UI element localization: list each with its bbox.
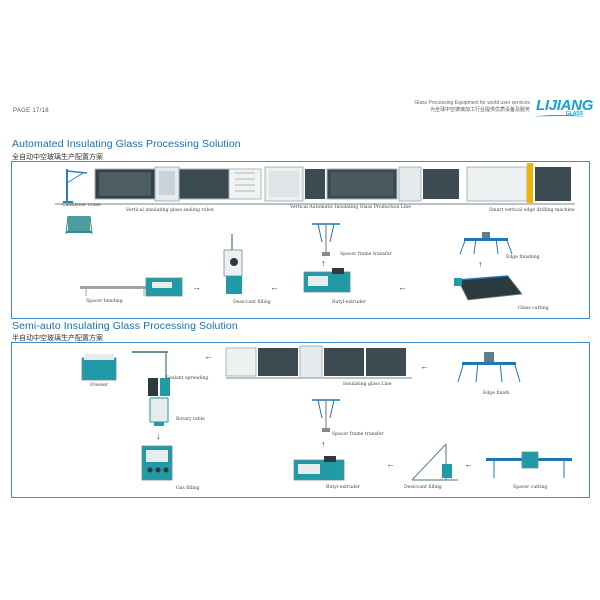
automated-panel bbox=[11, 161, 590, 319]
semi-auto-section-title: Semi-auto Insulating Glass Processing So… bbox=[12, 320, 238, 332]
page-number: PAGE 17/18 bbox=[13, 108, 49, 114]
label-spacer-frame-transfer-semi: Spacer frame transfer bbox=[332, 432, 384, 437]
semi-auto-panel bbox=[11, 342, 590, 498]
semi-auto-section-subtitle: 半自动中空玻璃生产配置方案 bbox=[12, 335, 103, 342]
spacer-cutting-illustration bbox=[486, 451, 572, 478]
label-drying-machine: Smart vertical edge drilling machine bbox=[489, 208, 575, 213]
freezer-illustration bbox=[81, 354, 117, 381]
label-production-line: Vertical Automatic Insulating Glass Prod… bbox=[290, 205, 411, 210]
arrow-left-semi-2: ← bbox=[420, 361, 429, 371]
arrow-left-semi-3: ← bbox=[386, 459, 395, 469]
company-logo: LIJIANG GLASS bbox=[536, 97, 594, 123]
insulating-glass-line-illustration bbox=[225, 345, 412, 379]
label-butyl-extruder-auto: Butyl-extruder bbox=[332, 300, 366, 305]
label-freezer: Freezer bbox=[90, 383, 109, 388]
automated-section-subtitle: 全自动中空玻璃生产配置方案 bbox=[12, 154, 103, 161]
label-glass-cutting: Glass cutting bbox=[518, 306, 549, 311]
arrow-left-auto-2: ← bbox=[398, 282, 407, 292]
spacer-bending-illustration bbox=[80, 277, 183, 297]
spacer-frame-transfer-semi-illustration bbox=[312, 399, 340, 432]
arrow-right-auto-1: → bbox=[192, 282, 201, 292]
arrow-left-semi-4: ← bbox=[464, 459, 473, 469]
gas-filling-illustration bbox=[141, 445, 173, 481]
label-rotary-table: Rotary table bbox=[176, 417, 205, 422]
label-edge-finishing: Edge finishing bbox=[506, 255, 540, 260]
label-gas-filling: Gas filling bbox=[176, 486, 200, 491]
label-edge-finish: Edge finish bbox=[483, 391, 510, 396]
label-insulating-glass-line: Insulating glass Line bbox=[343, 382, 392, 387]
logo-sub: GLASS bbox=[565, 111, 583, 117]
tagline-en: Glass Processing Equipment for world use… bbox=[414, 100, 530, 106]
label-spacer-bending: Spacer bending bbox=[86, 299, 123, 304]
label-desiccant-filling-semi: Desiccant filling bbox=[404, 485, 442, 490]
arrow-up-auto-2: ↑ bbox=[478, 259, 483, 269]
label-spacer-cutting: Spacer cutting bbox=[513, 485, 548, 490]
arrow-up-auto-1: ↑ bbox=[321, 258, 326, 268]
spacer-frame-transfer-auto-illustration bbox=[312, 223, 340, 256]
rotary-table-illustration bbox=[149, 397, 169, 426]
automated-section-title: Automated Insulating Glass Processing So… bbox=[12, 138, 241, 150]
logo-name: LIJIANG bbox=[536, 97, 594, 114]
edge-finish-illustration bbox=[457, 352, 521, 383]
label-desiccant-filling-auto: Desiccant filling bbox=[233, 300, 271, 305]
label-butyl-extruder-semi: Butyl-extruder bbox=[326, 485, 360, 490]
cantilever-crane-illustration bbox=[63, 169, 88, 205]
label-cantilever-crane: Cantilever crane bbox=[62, 203, 101, 208]
glass-cutting-illustration bbox=[454, 275, 523, 301]
arrow-left-semi-1: ← bbox=[204, 351, 213, 361]
tagline-cn: 为全球中空玻璃加工行业提供优质设备及服务 bbox=[429, 107, 530, 113]
label-sealing-robot: Vertical insulating glass sealing robot bbox=[126, 208, 214, 213]
crane-cart-illustration bbox=[65, 215, 93, 235]
arrow-left-auto-1: ← bbox=[270, 282, 279, 292]
sealant-spreading-illustration bbox=[132, 351, 170, 396]
arrow-down-semi-2: ↓ bbox=[156, 431, 161, 441]
butyl-extruder-semi-illustration bbox=[293, 456, 345, 481]
automated-production-line-image bbox=[55, 163, 575, 205]
arrow-up-semi-1: ↑ bbox=[321, 439, 326, 449]
edge-finishing-illustration bbox=[459, 232, 513, 255]
butyl-extruder-auto-illustration bbox=[303, 268, 351, 293]
logo-swoosh bbox=[536, 115, 584, 119]
desiccant-filling-semi-illustration bbox=[411, 443, 458, 481]
label-spacer-frame-transfer-auto: Spacer frame transfer bbox=[340, 252, 392, 257]
label-sealant-spreading: Sealant spreading bbox=[166, 376, 209, 381]
desiccant-filling-illustration bbox=[223, 234, 243, 294]
brand-tagline: Glass Processing Equipment for world use… bbox=[414, 100, 530, 114]
